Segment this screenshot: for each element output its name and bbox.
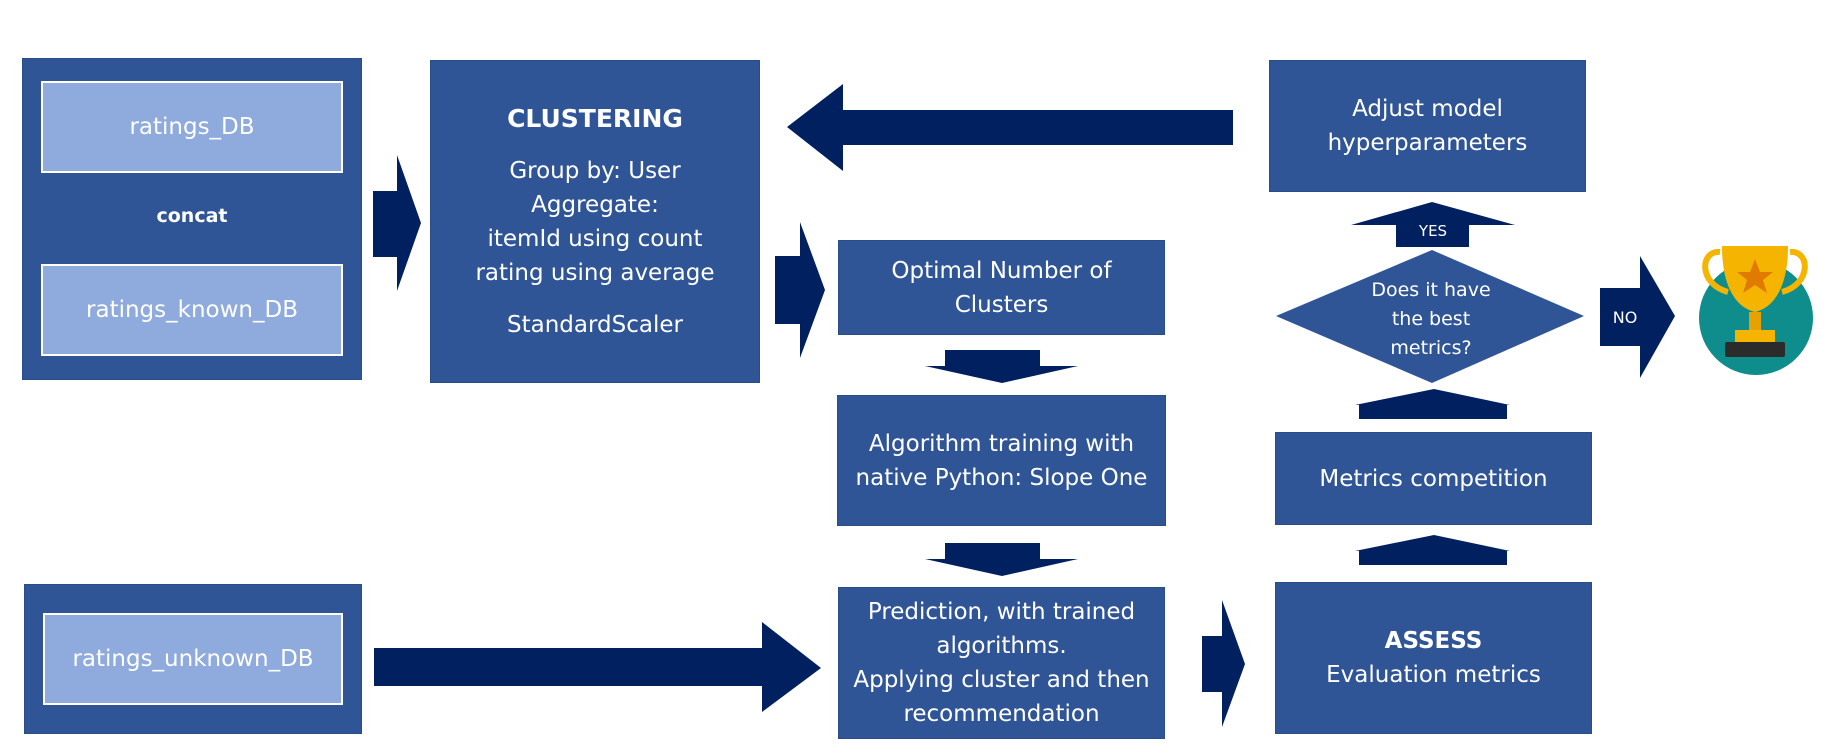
arrow-yes [1351, 202, 1515, 247]
clustering-aggregate: Aggregate: [531, 191, 659, 218]
no-label: NO [1612, 308, 1638, 327]
clustering-scaler: StandardScaler [507, 311, 683, 338]
arrow-unknown-to-prediction [374, 622, 821, 712]
training-line1: Algorithm training with [868, 430, 1135, 457]
decision-line3: metrics? [1390, 337, 1472, 359]
prediction-line3: Applying cluster and then [853, 667, 1150, 693]
decision-line2: the best [1391, 308, 1471, 330]
arrow-no [1600, 256, 1675, 378]
adjust-line2: hyperparameters [1327, 130, 1528, 156]
arrow-optimal-to-training [925, 350, 1078, 383]
ratings-known-db-label: ratings_known_DB [86, 297, 298, 323]
prediction-box: Prediction, with trained algorithms. App… [838, 587, 1165, 739]
arrow-source-to-clustering [373, 155, 421, 291]
yes-label: YES [1418, 222, 1448, 240]
adjust-line1: Adjust model [1352, 96, 1503, 122]
ratings-unknown-db-label: ratings_unknown_DB [72, 646, 314, 672]
decision-diamond [1276, 250, 1584, 383]
decision-question: Does it have the best metrics? [1331, 276, 1531, 363]
assess-box: ASSESS Evaluation metrics [1275, 582, 1592, 734]
clustering-title: CLUSTERING [507, 103, 683, 133]
prediction-line2: algorithms. [936, 633, 1067, 659]
assess-title: ASSESS [1384, 628, 1483, 654]
prediction-line1: Prediction, with trained [867, 599, 1136, 625]
clustering-item-count: itemId using count [487, 225, 703, 252]
ratings-db-box: ratings_DB [41, 81, 343, 173]
ratings-unknown-db-box: ratings_unknown_DB [43, 613, 343, 705]
optimal-clusters-line2: Clusters [954, 291, 1049, 318]
arrow-metrics-to-decision [1355, 389, 1510, 419]
optimal-clusters-line1: Optimal Number of [891, 257, 1112, 284]
adjust-hyperparameters-box: Adjust model hyperparameters [1269, 60, 1586, 192]
source-data-box: ratings_DB concat ratings_known_DB [22, 58, 362, 380]
training-box: Algorithm training with native Python: S… [837, 395, 1166, 526]
metrics-competition-box: Metrics competition [1275, 432, 1592, 525]
training-line2: native Python: Slope One [855, 464, 1148, 491]
metrics-competition-label: Metrics competition [1319, 465, 1548, 492]
clustering-box: CLUSTERING Group by: User Aggregate: ite… [430, 60, 760, 383]
clustering-group-by: Group by: User [509, 157, 681, 184]
decision-line1: Does it have [1371, 279, 1491, 301]
concat-label: concat [156, 205, 228, 227]
optimal-clusters-box: Optimal Number of Clusters [838, 240, 1165, 335]
ratings-db-label: ratings_DB [129, 114, 255, 140]
arrow-assess-to-metrics [1355, 535, 1510, 565]
ratings-known-db-box: ratings_known_DB [41, 264, 343, 356]
prediction-line4: recommendation [903, 701, 1100, 727]
clustering-rating-avg: rating using average [475, 259, 715, 286]
unknown-data-box: ratings_unknown_DB [24, 584, 362, 734]
arrow-clustering-to-optimal [775, 222, 825, 358]
assess-subtitle: Evaluation metrics [1326, 662, 1541, 688]
arrow-prediction-to-assess [1202, 600, 1245, 727]
trophy-icon [1699, 246, 1813, 375]
arrow-adjust-to-clustering [787, 84, 1233, 171]
arrow-training-to-prediction [925, 543, 1078, 576]
